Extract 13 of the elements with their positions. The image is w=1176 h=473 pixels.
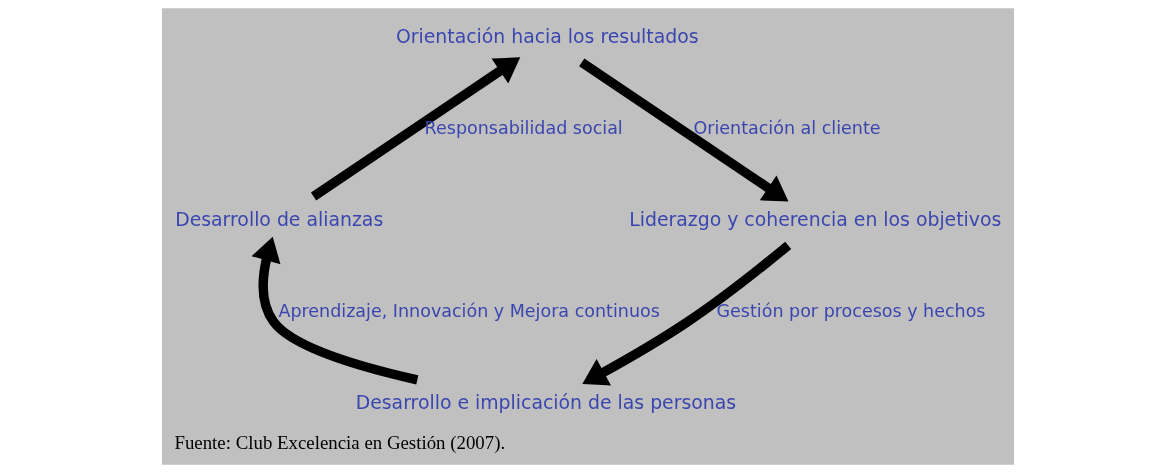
edge-label: Aprendizaje, Innovación y Mejora continuos <box>278 301 660 322</box>
edge-label: Gestión por procesos y hechos <box>716 301 986 322</box>
arrow <box>310 57 521 201</box>
arrow <box>582 241 792 386</box>
caption: Fuente: Club Excelencia en Gestión (2007). <box>174 431 506 453</box>
arrow <box>579 58 789 202</box>
node-text: Desarrollo de alianzas <box>175 208 384 230</box>
node-text: Liderazgo y coherencia en los objetivos <box>629 208 1002 230</box>
node-text: Orientación hacia los resultados <box>395 25 699 47</box>
edge-label: Orientación al cliente <box>693 117 881 138</box>
arrow <box>251 236 419 385</box>
node-text: Desarrollo e implicación de las personas <box>355 392 737 414</box>
edge-label: Responsabilidad social <box>424 117 623 138</box>
